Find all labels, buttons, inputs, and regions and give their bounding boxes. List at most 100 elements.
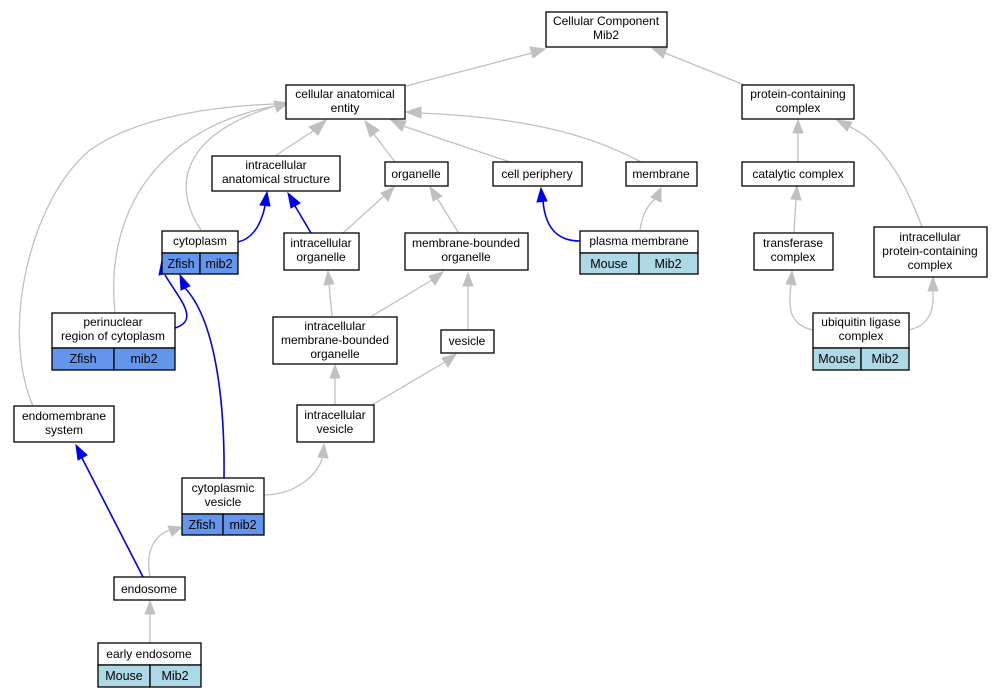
edge-endosome-cytves — [148, 529, 171, 578]
edge-plasma-cellper — [542, 200, 581, 242]
arrow-plasma-cellper — [536, 186, 548, 203]
node-protein-containing-complex[interactable]: protein-containing complex — [741, 84, 855, 120]
edge-membrane-cae — [419, 112, 642, 163]
node-transferase-complex[interactable]: transferase complex — [753, 232, 834, 271]
edge-endomem-cae — [18, 103, 276, 407]
edge-cellper-cae — [402, 125, 511, 163]
node-label: entity — [331, 101, 360, 115]
node-label: membrane-bounded — [281, 333, 389, 347]
arrow-mbo-organelle — [429, 185, 443, 202]
node-label: complex — [908, 258, 953, 272]
node-label: complex — [776, 101, 821, 115]
node-cytoplasmic-vesicle[interactable]: cytoplasmic vesicle Zfish mib2 — [181, 477, 265, 536]
node-label: early endosome — [106, 647, 192, 661]
node-label: catalytic complex — [752, 167, 843, 181]
node-cytoplasm[interactable]: cytoplasm Zfish mib2 — [161, 230, 239, 275]
gene-cell: mib2 — [205, 257, 232, 271]
node-intracellular-vesicle[interactable]: intracellular vesicle — [296, 404, 375, 443]
node-label: vesicle — [317, 422, 354, 436]
node-label: cytoplasm — [173, 234, 227, 248]
node-label: intracellular — [899, 230, 960, 244]
arrow-intves-vesicle — [441, 353, 458, 368]
arrow-cytves-intves — [317, 442, 329, 459]
node-cell-periphery[interactable]: cell periphery — [492, 161, 583, 187]
node-label: Cellular Component — [553, 14, 660, 28]
arrow-cae-root — [529, 46, 547, 59]
node-label: Mib2 — [593, 28, 619, 42]
node-label: endomembrane — [22, 409, 106, 423]
species-cell: Mouse — [590, 257, 628, 271]
node-perinuclear-region-of-cytoplasm[interactable]: perinuclear region of cytoplasm Zfish mi… — [51, 312, 176, 371]
arrow-cytoplasm-cae — [273, 100, 290, 113]
node-cellular-anatomical-entity[interactable]: cellular anatomical entity — [285, 84, 406, 120]
edge-cytoplasm-cae — [185, 105, 276, 231]
node-label: complex — [839, 329, 884, 343]
species-cell: Mouse — [105, 669, 143, 683]
nodes: Cellular Component Mib2 cellular anatomi… — [13, 11, 988, 688]
arrow-ubiquitin-ipcc — [927, 275, 939, 292]
node-vesicle[interactable]: vesicle — [440, 329, 495, 354]
edge-ipcc-pcc — [849, 126, 923, 228]
edge-endosome-endomem — [81, 457, 144, 578]
gene-cell: mib2 — [229, 518, 256, 532]
node-label: vesicle — [449, 334, 486, 348]
edge-cytoplasm-ias — [237, 205, 266, 243]
node-label: protein-containing — [750, 87, 845, 101]
node-label: intracellular — [304, 408, 365, 422]
species-cell: Zfish — [188, 518, 215, 532]
edge-intves-vesicle — [371, 361, 446, 406]
node-label: intracellular — [304, 319, 365, 333]
node-label: plasma membrane — [589, 234, 689, 248]
edge-ubiquitin-ipcc — [908, 290, 934, 331]
node-label: region of cytoplasm — [61, 329, 165, 343]
node-membrane[interactable]: membrane — [625, 161, 698, 187]
arrow-organelle-cae — [364, 119, 380, 138]
node-label: membrane-bounded — [412, 236, 520, 250]
node-label: intracellular — [245, 158, 306, 172]
arrow-cytoplasm-ias — [259, 190, 271, 207]
node-early-endosome[interactable]: early endosome Mouse Mib2 — [97, 642, 202, 688]
node-label: organelle — [441, 250, 491, 264]
arrow-intves-imbo — [329, 363, 341, 379]
node-cellular-component-mib2[interactable]: Cellular Component Mib2 — [545, 11, 668, 48]
edge-mbo-organelle — [436, 197, 459, 233]
edge-transferase-catalytic — [793, 198, 797, 233]
node-endomembrane-system[interactable]: endomembrane system — [13, 405, 115, 443]
edge-cytves-intves — [262, 457, 323, 496]
species-cell: Mouse — [818, 352, 856, 366]
node-plasma-membrane[interactable]: plasma membrane Mouse Mib2 — [579, 230, 699, 275]
node-endosome[interactable]: endosome — [113, 576, 186, 601]
node-label: organelle — [310, 347, 360, 361]
arrow-imbo-mbo — [428, 271, 445, 286]
arrow-endosome-endomem — [75, 443, 88, 461]
arrow-intorg-organelle — [380, 186, 395, 202]
arrow-catalytic-pcc — [792, 118, 804, 134]
arrow-early-endosome — [144, 599, 156, 615]
edge-organelle-cae — [372, 132, 396, 163]
node-label: protein-containing — [882, 244, 977, 258]
edge-cae-root — [405, 52, 533, 87]
edge-cytves-cytoplasm — [184, 287, 225, 479]
node-ubiquitin-ligase-complex[interactable]: ubiquitin ligase complex Mouse Mib2 — [812, 312, 910, 371]
edge-pcc-root — [664, 52, 748, 87]
node-intracellular-organelle[interactable]: intracellular organelle — [283, 232, 360, 271]
edge-ubiquitin-transferase — [789, 284, 814, 331]
arrow-transferase-catalytic — [790, 184, 802, 201]
node-label: cytoplasmic — [192, 481, 255, 495]
node-label: organelle — [296, 250, 346, 264]
node-intracellular-protein-containing-complex[interactable]: intracellular protein-containing complex — [873, 226, 988, 278]
node-label: membrane — [632, 167, 690, 181]
gene-cell: mib2 — [130, 352, 157, 366]
arrow-plasma-membrane — [650, 186, 662, 203]
gene-cell: Mib2 — [871, 352, 898, 366]
arrow-cellper-cae — [389, 119, 407, 132]
node-intracellular-anatomical-structure[interactable]: intracellular anatomical structure — [211, 155, 341, 192]
node-label: cellular anatomical — [295, 87, 394, 101]
node-label: system — [45, 423, 83, 437]
node-organelle[interactable]: organelle — [384, 161, 449, 187]
node-membrane-bounded-organelle[interactable]: membrane-bounded organelle — [404, 232, 529, 271]
arrow-imbo-intorg — [323, 269, 335, 286]
node-catalytic-complex[interactable]: catalytic complex — [741, 161, 855, 187]
node-label: anatomical structure — [222, 172, 330, 186]
node-intracellular-membrane-bounded-organelle[interactable]: intracellular membrane-bounded organelle — [272, 316, 398, 365]
